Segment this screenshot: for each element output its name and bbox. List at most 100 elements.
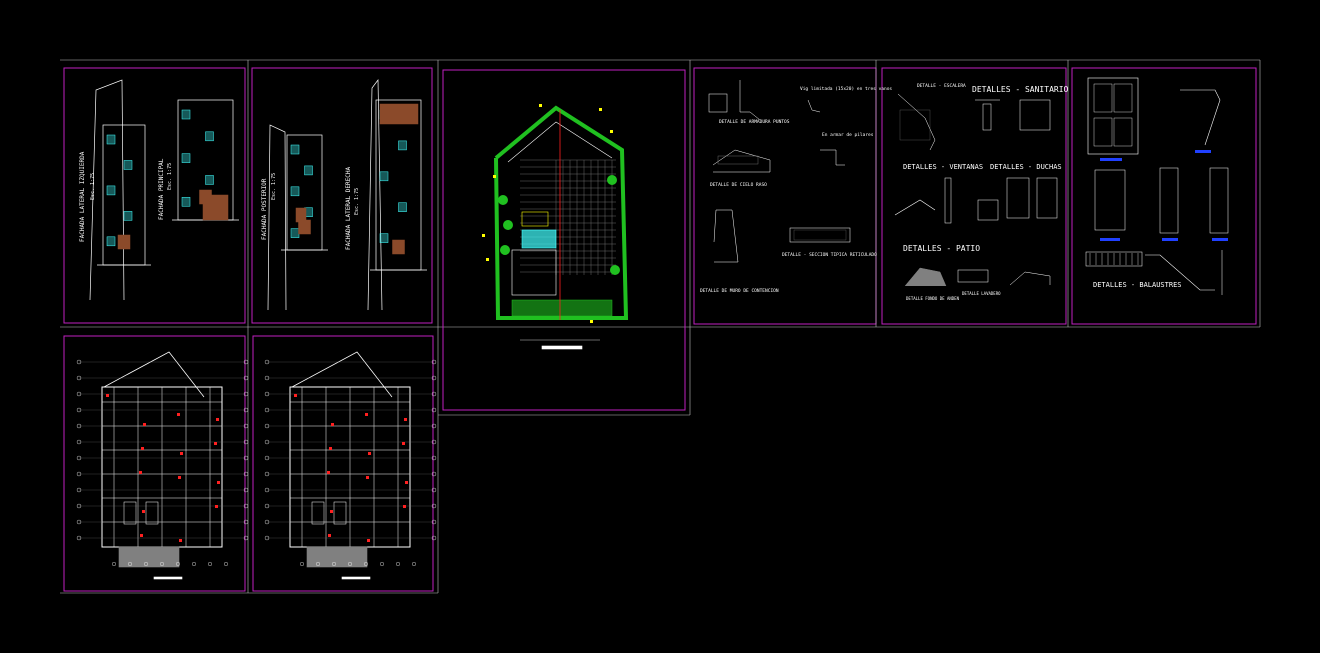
detail-ventana-jamb (944, 177, 952, 224)
detail-tag-blue (1195, 150, 1211, 153)
sheet-floor-plan-2 (252, 335, 434, 592)
detail-cielo-band (717, 155, 759, 165)
sheet-site-plan (442, 69, 686, 411)
detail-ducha-1 (1006, 177, 1030, 219)
sheet-elevation-left (63, 67, 246, 324)
label-fachada-lateral-derecha: FACHADA LATERAL DERECHA (345, 167, 352, 250)
site-marker (482, 234, 485, 237)
detail-patio-2 (957, 269, 989, 283)
detail-seccion (789, 227, 851, 243)
label-detalle-viga: Vig limitada (15x20) en tres vanos (800, 86, 892, 92)
detail-column-3 (1209, 167, 1229, 234)
label-detalle-armadura: DETALLE DE ARMADURA PUNTOS (719, 119, 790, 125)
detail-ducha-2 (1036, 177, 1058, 219)
detail-cielo-raso (712, 149, 771, 173)
elev-left-building (97, 124, 151, 266)
detail-ventana-plan (977, 199, 999, 221)
floor-plan-level-1 (76, 351, 249, 580)
site-tree (498, 195, 508, 205)
sheet-elevation-right (251, 67, 433, 324)
detail-armadura-a (708, 93, 728, 113)
label-fachada-posterior: FACHADA POSTERIOR (261, 178, 268, 240)
detail-sanitario-trap (982, 103, 992, 131)
label-detalle-seccion: DETALLE - SECCION TIPICA RETICULADO (782, 252, 877, 258)
detail-door-panel-c (1093, 117, 1113, 147)
elev-front-door (202, 194, 229, 221)
site-terrace (511, 249, 557, 296)
site-marker (590, 320, 593, 323)
floor-plan-title (153, 576, 183, 580)
site-marker (599, 108, 602, 111)
elev-back-door (295, 207, 307, 223)
site-tree (607, 175, 617, 185)
label-fachada-posterior-scale: Esc. 1:75 (271, 173, 277, 200)
site-pergola (521, 211, 549, 227)
detail-sheets (708, 77, 1229, 295)
site-plan-sheet (482, 104, 629, 350)
car (145, 501, 159, 525)
detail-muro (713, 209, 739, 263)
site-garden-border (494, 105, 629, 320)
label-detalles-patio: DETALLES - PATIO (903, 244, 980, 253)
detail-balaustre-rail (1085, 251, 1143, 267)
detail-door-panel-a (1093, 83, 1113, 113)
car (311, 501, 325, 525)
site-title-bar (541, 345, 583, 350)
label-fachada-lateral-izquierda-scale: Esc. 1:75 (90, 173, 96, 200)
detail-pilares (820, 149, 845, 166)
detail-viga (807, 99, 821, 113)
detail-seccion-inner (793, 229, 847, 241)
detail-column-2 (1159, 167, 1179, 234)
floor-plan-title (341, 576, 371, 580)
floor-plan-terrace (306, 546, 368, 568)
sheet-balaustre-details (1071, 67, 1257, 325)
detail-patio-3 (1009, 271, 1051, 286)
site-tree (503, 220, 513, 230)
detail-tag-blue (1162, 238, 1178, 241)
detail-door-panel-b (1113, 83, 1133, 113)
layout-frames (60, 59, 1261, 594)
detail-tag-blue (1212, 238, 1228, 241)
detail-escalera-box (899, 109, 931, 141)
detail-door-panel-d (1113, 117, 1133, 147)
elev-back-profile (267, 124, 287, 311)
car (123, 501, 137, 525)
detail-escalera (897, 93, 936, 151)
label-fachada-lateral-derecha-scale: Esc. 1:75 (354, 188, 360, 215)
label-detalle-lavadero: DETALLE LAVADERO (962, 291, 1001, 296)
floor-plan-level-2 (264, 351, 437, 580)
label-detalle-fondo: DETALLE FONDO DE ANDEN (906, 296, 960, 301)
detail-armadura-b (739, 80, 761, 121)
label-fachada-lateral-izquierda: FACHADA LATERAL IZQUIERDA (79, 151, 86, 242)
site-marker (539, 104, 542, 107)
label-detalles-duchas: DETALLES - DUCHAS (990, 163, 1062, 171)
site-marker (493, 175, 496, 178)
label-detalles-balaustres: DETALLES - BALAUSTRES (1093, 281, 1182, 289)
elev-right-profile (367, 78, 383, 311)
site-lawn (511, 299, 613, 317)
label-fachada-principal-scale: Esc. 1:75 (167, 163, 173, 190)
detail-balaustre-stair (1145, 254, 1215, 291)
elev-right-roof-band (379, 103, 419, 125)
label-fachada-principal: FACHADA PRINCIPAL (158, 158, 165, 220)
floor-plan-terrace (118, 546, 180, 568)
detail-door-elevation (1087, 77, 1139, 155)
label-detalle-muro: DETALLE DE MURO DE CONTENCION (700, 288, 779, 294)
detail-sanitario-box (1019, 99, 1051, 131)
site-tree (500, 245, 510, 255)
detail-ventana-sill (894, 199, 936, 216)
site-roof-line (507, 121, 613, 163)
sheet-sanitary-details (881, 67, 1067, 325)
car (333, 501, 347, 525)
site-tree (610, 265, 620, 275)
detail-tag-blue (1100, 158, 1122, 161)
label-detalles-ventanas: DETALLES - VENTANAS (903, 163, 983, 171)
floor-plan-sheets (76, 351, 437, 580)
elev-left-profile (89, 79, 125, 301)
label-detalle-cielo-raso: DETALLE DE CIELO RASO (710, 182, 767, 188)
site-pool (521, 229, 557, 249)
label-detalle-pilares: En armar de pilares (822, 132, 874, 138)
site-marker (610, 130, 613, 133)
sheet-floor-plan-1 (63, 335, 246, 592)
